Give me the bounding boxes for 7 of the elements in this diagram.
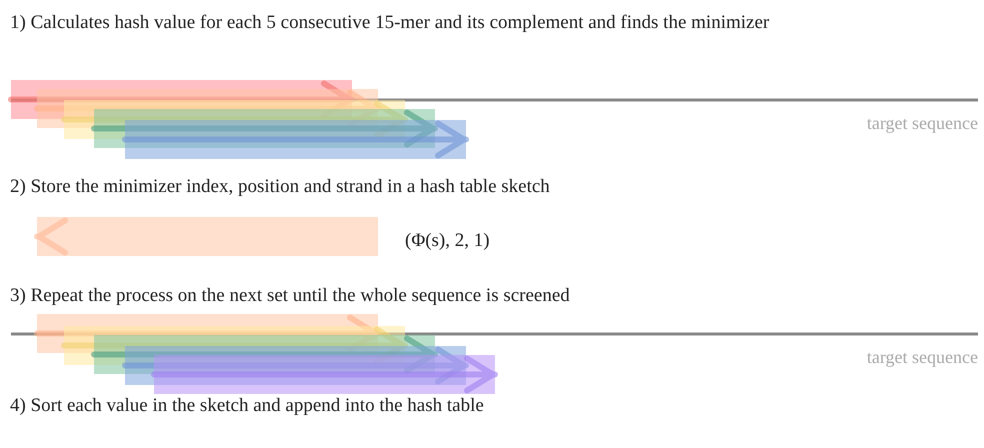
sequence-label: target sequence [866,346,978,369]
step-text: 2) Store the minimizer index, position and strand in a hash table sketch [10,175,550,199]
sequence-label: target sequence [866,112,978,135]
step-text: 3) Repeat the process on the next set until the whole sequence is screened [10,284,570,308]
step-text: 4) Sort each value in the sketch and append into the hash table [10,394,484,418]
step-text: 1) Calculates hash value for each 5 consecutive 15-mer and its complement and finds the minimizer [10,11,770,35]
sketch-entry: (Φ(s), 2, 1) [405,229,490,253]
